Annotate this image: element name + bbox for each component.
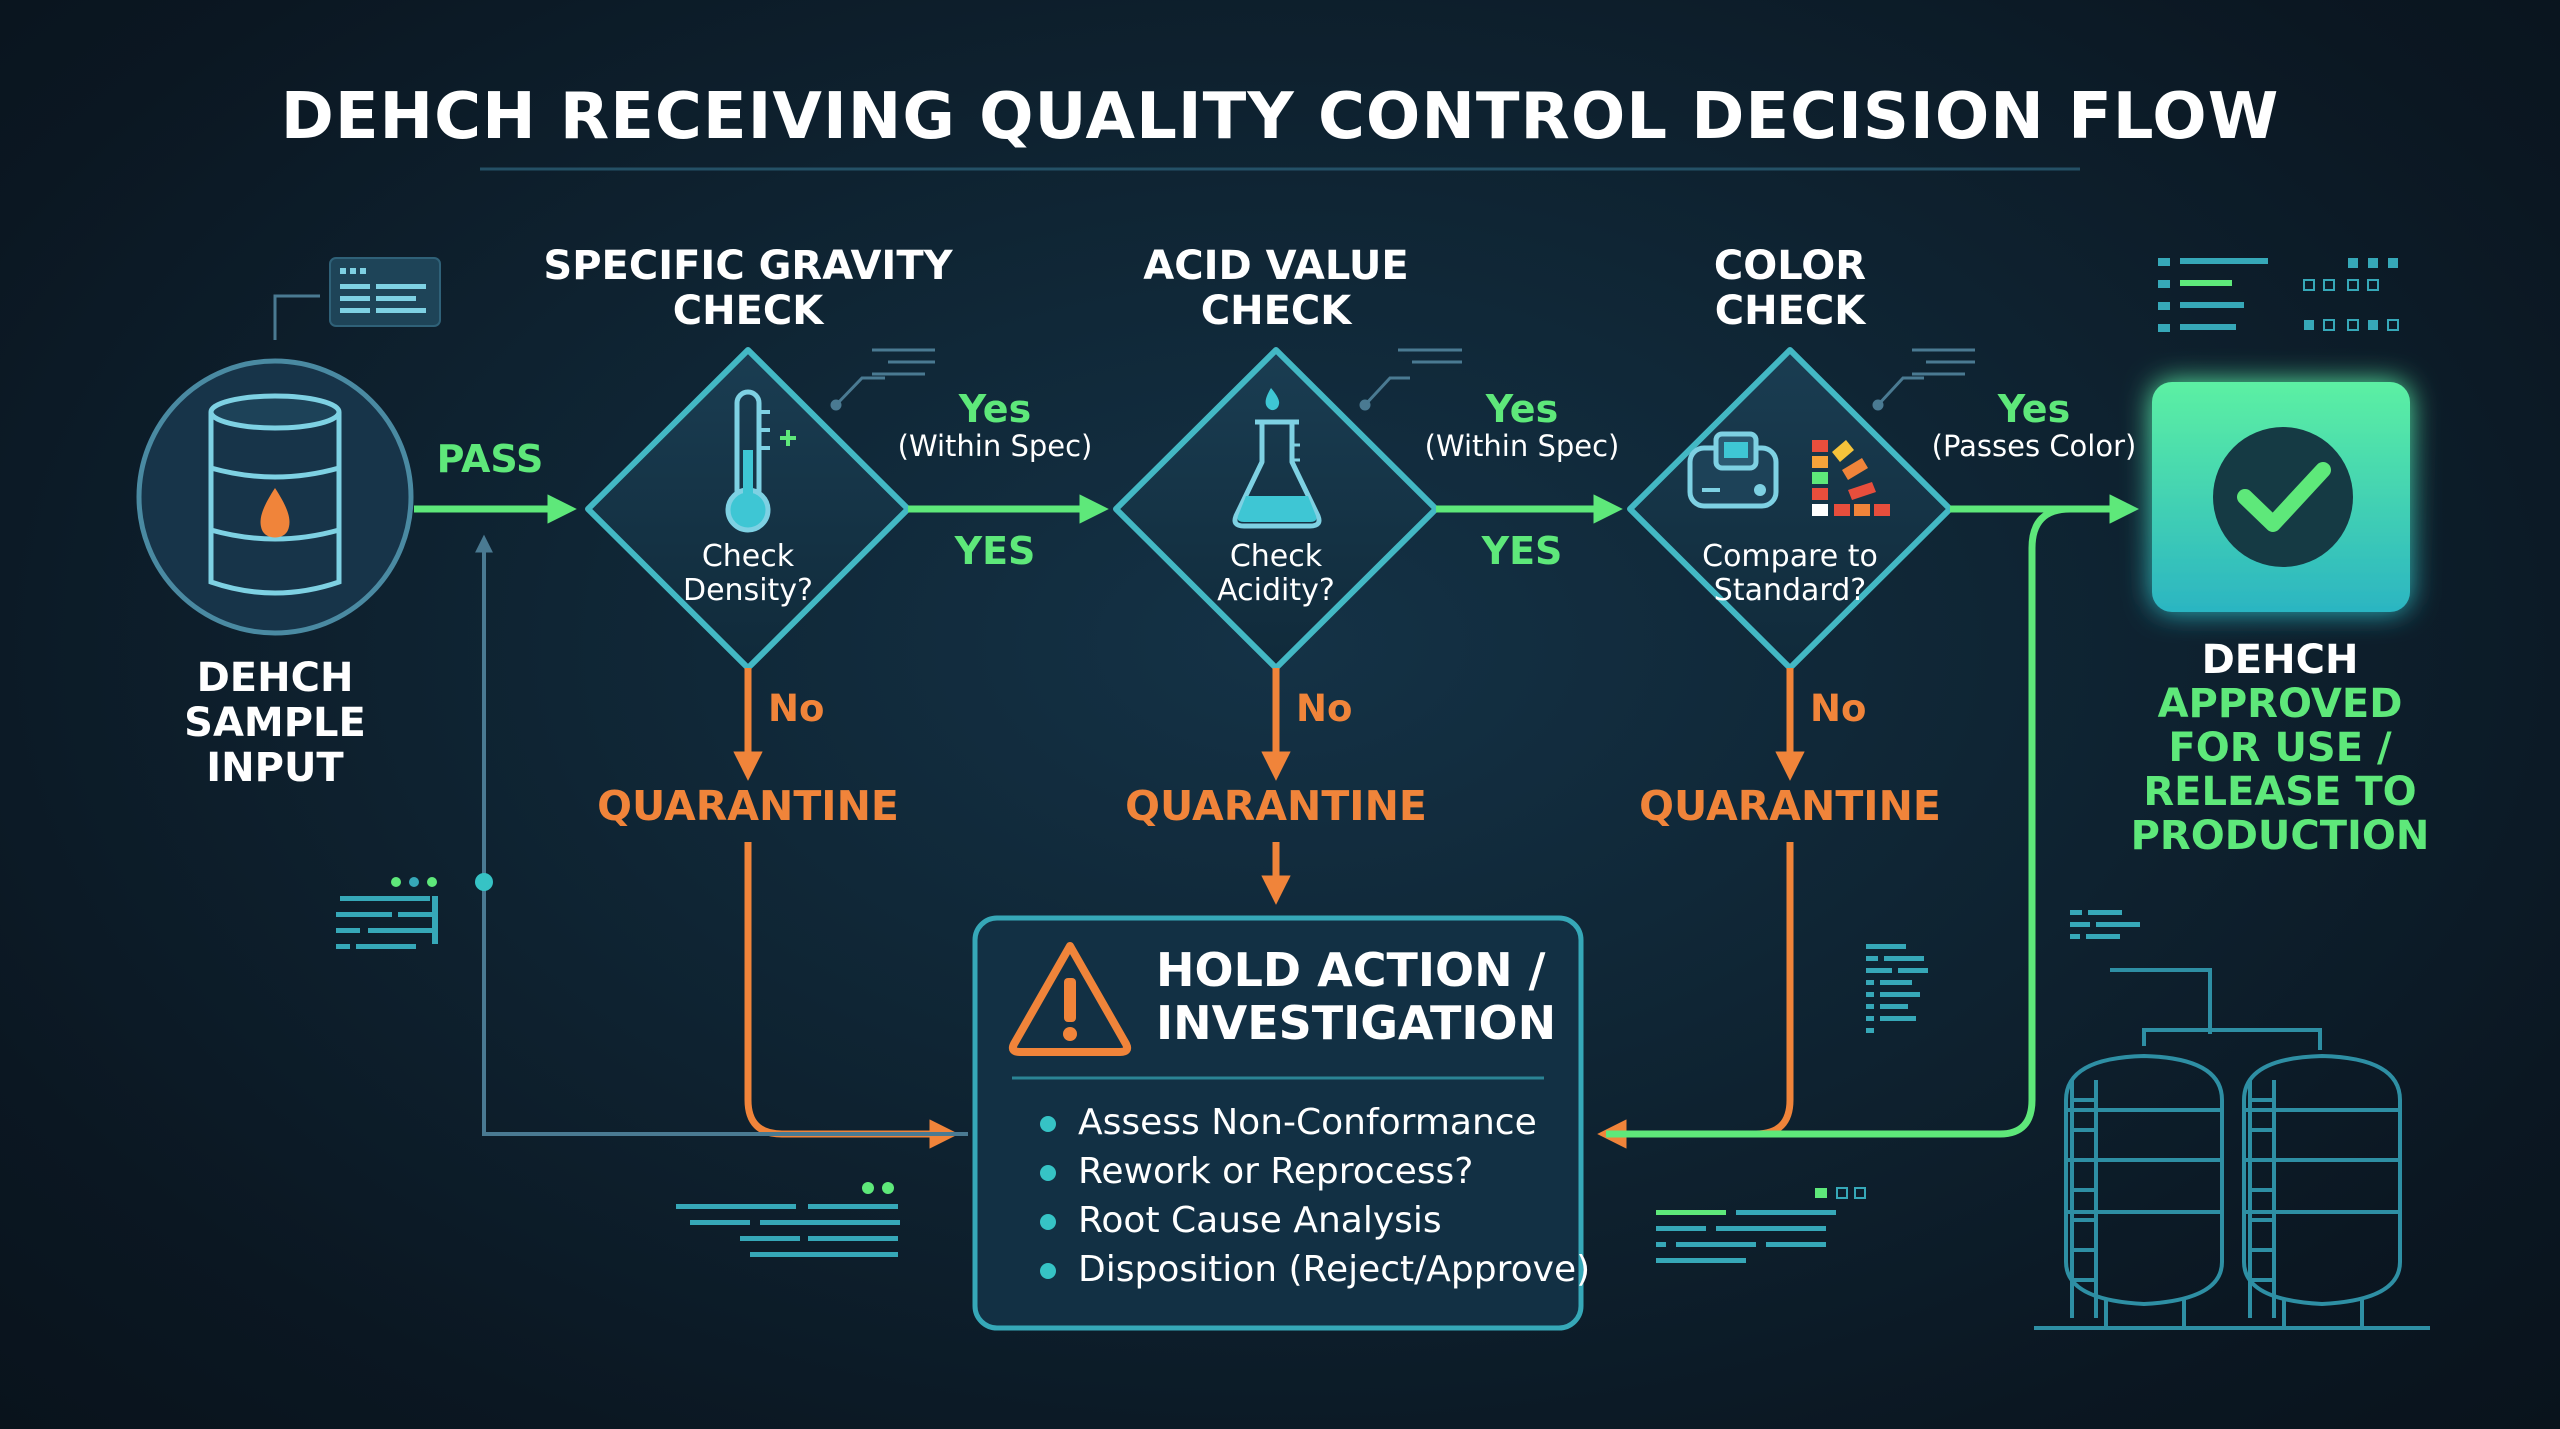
check-title-acid-value: ACID VALUE CHECK [1143,243,1409,334]
bullet-icon [1040,1214,1056,1230]
code-panel-decoration [273,257,441,340]
no-label-1: No [768,687,825,730]
yes-sub-label-1: (Within Spec) [897,429,1093,463]
quarantine-label-2: QUARANTINE [1125,782,1427,830]
yes-label-3: Yes [1997,387,2071,431]
list-item: Assess Non-Conformance [1040,1098,1590,1147]
feedback-loop-line [475,534,968,1136]
quarantine-label-3: QUARANTINE [1639,782,1941,830]
question-check-density: Check Density? [683,539,813,608]
pass-label: PASS [436,437,544,481]
flask-icon [1232,388,1322,529]
list-item: Rework or Reprocess? [1040,1147,1590,1196]
storage-tanks-icon [2034,968,2430,1330]
approved-label: DEHCH APPROVED FOR USE / RELEASE TO PROD… [2130,637,2430,859]
quarantine-path-1 [744,842,959,1149]
yes-sub-label-3: (Passes Color) [1931,429,2137,463]
check-title-color: COLOR CHECK [1713,243,1867,334]
circuit-decoration [830,348,1975,411]
hold-approve-path [1606,494,2139,1138]
check-title-specific-gravity: SPECIFIC GRAVITY CHECK [543,243,953,334]
quarantine-label-1: QUARANTINE [597,782,899,830]
no-label-3: No [1810,687,1867,730]
oil-barrel-icon [208,393,342,596]
yes-caps-label-1: YES [954,529,1036,573]
thermometer-icon [725,389,796,533]
checkmark-icon [2237,462,2331,532]
question-compare-standard: Compare to Standard? [1702,539,1878,608]
question-check-acidity: Check Acidity? [1217,539,1335,608]
bullet-icon [1040,1116,1056,1132]
feedback-node-dot [475,873,493,891]
hold-action-list: Assess Non-Conformance Rework or Reproce… [1040,1098,1590,1294]
yes-label-2: Yes [1485,387,1559,431]
yes-sub-label-2: (Within Spec) [1424,429,1620,463]
yes-caps-label-2: YES [1481,529,1563,573]
data-bars-decoration [2158,258,2399,332]
list-item: Root Cause Analysis [1040,1196,1590,1245]
list-item: Disposition (Reject/Approve) [1040,1245,1590,1294]
warning-icon [1008,942,1132,1056]
yes-label-1: Yes [958,387,1032,431]
bullet-icon [1040,1263,1056,1279]
data-lines-decoration [336,877,900,1257]
page-title: DEHCH RECEIVING QUALITY CONTROL DECISION… [280,80,2280,154]
color-meter-icon [1687,431,1890,516]
input-label: DEHCH SAMPLE INPUT [184,655,366,791]
approved-box [2152,382,2410,612]
decision-diamond-color [1627,347,1953,671]
bullet-icon [1040,1165,1056,1181]
quarantine-path-3 [1597,842,1794,1149]
data-lines-decoration-right [1656,910,2140,1263]
hold-action-box [972,915,1584,1331]
no-label-2: No [1296,687,1353,730]
input-node [136,358,414,636]
hold-title: HOLD ACTION / INVESTIGATION [1156,943,1557,1050]
